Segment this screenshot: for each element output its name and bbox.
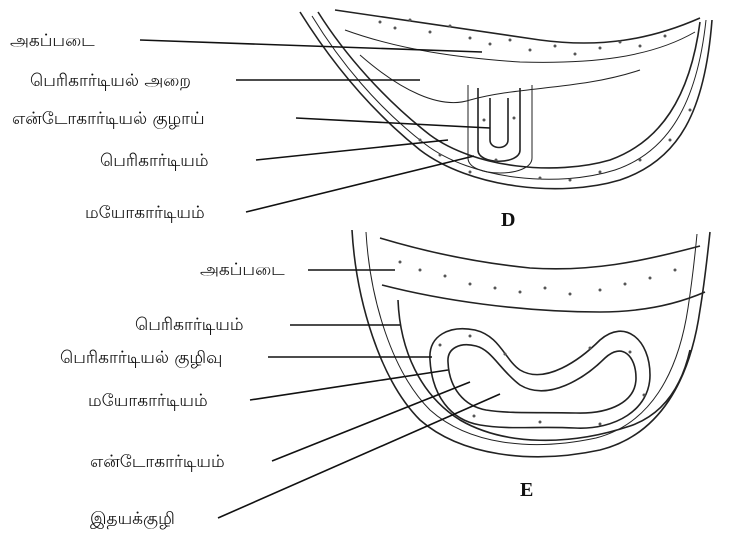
d-leader-mesoderm [140, 40, 482, 52]
e-label-myocardium: மயோகார்டியம் [88, 391, 208, 411]
diagram-d-cell-texture [379, 19, 692, 182]
e-label-pericardium: பெரிகார்டியம் [135, 315, 244, 335]
d-label-endocardial-tube: என்டோகார்டியல் குழாய் [12, 109, 205, 129]
e-label-endocardium: என்டோகார்டியம் [90, 452, 225, 472]
d-label-pericardium: பெரிகார்டியம் [100, 151, 209, 171]
diagram-d-pericardial-cavity [360, 55, 640, 103]
d-label-pericardial-cavity: பெரிகார்டியல் அறை [30, 71, 191, 91]
diagram-e-endocardium [448, 345, 636, 413]
e-label-pericardial-cavity: பெரிகார்டியல் குழிவு [60, 348, 222, 368]
panel-letter-d: D [501, 209, 515, 231]
e-leader-endocardium [272, 382, 470, 461]
d-leader-myocardium [246, 156, 474, 212]
diagram-e-mesoderm-band [380, 238, 700, 269]
e-leader-heart-chamber [218, 394, 500, 518]
d-label-mesoderm: அகப்படை [10, 31, 95, 51]
diagram-d-mesoderm-band [335, 10, 700, 43]
diagram-e-outer-wall [352, 230, 710, 457]
d-label-myocardium: மயோகார்டியம் [85, 203, 205, 223]
diagram-d: அகப்படை பெரிகார்டியல் அறை என்டோகார்டியல்… [10, 10, 712, 231]
e-leader-myocardium [250, 370, 448, 400]
panel-letter-e: E [520, 479, 533, 501]
diagram-d-endocardial-tube [478, 88, 520, 161]
diagram-e: அகப்படை பெரிகார்டியம் பெரிகார்டியல் குழி… [60, 230, 710, 529]
e-label-heart-chamber: இதயக்குழி [90, 509, 175, 529]
e-label-mesoderm: அகப்படை [200, 260, 285, 280]
diagram-d-outer-wall [300, 12, 712, 189]
diagram-e-cell-texture [399, 261, 677, 426]
